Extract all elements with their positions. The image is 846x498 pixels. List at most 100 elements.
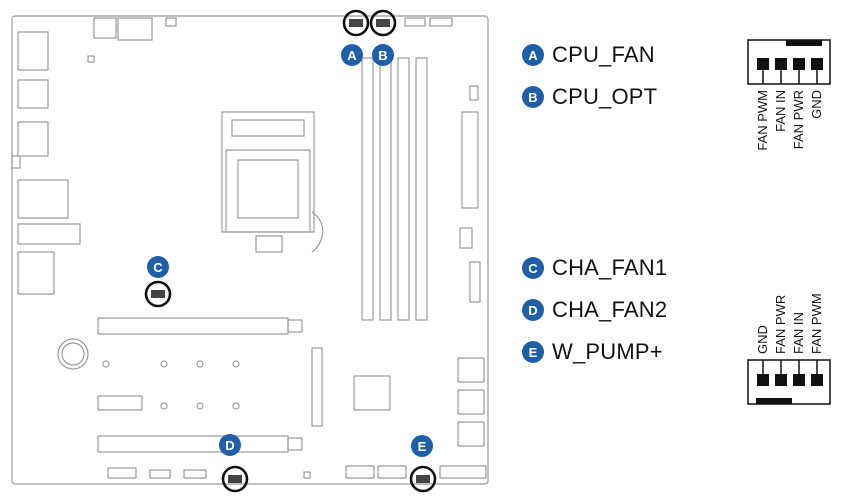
- io-block: [17, 79, 49, 109]
- io-block: [17, 223, 81, 245]
- marker-b-letter: B: [378, 48, 387, 63]
- legend-label-cpu-opt: CPU_OPT: [552, 84, 658, 109]
- dimm-slot: [379, 57, 392, 321]
- board-outline: [11, 15, 489, 485]
- legend-label-cha-fan1: CHA_FAN1: [552, 255, 668, 280]
- m2-standoff: [232, 402, 240, 410]
- io-block: [17, 31, 49, 71]
- cmos-battery-inner: [61, 342, 85, 366]
- small-header: [469, 85, 479, 101]
- marker-c-badge: [147, 256, 169, 278]
- socket-lever: [311, 211, 324, 253]
- power-header: [117, 17, 153, 41]
- pin: [757, 374, 769, 386]
- marker-b-badge: [372, 44, 394, 66]
- sata-port: [457, 357, 485, 383]
- marker-a-badge: [341, 44, 363, 66]
- legend-label-cpu-fan: CPU_FAN: [552, 42, 655, 67]
- small-component: [303, 471, 311, 479]
- connector-body: [416, 475, 430, 483]
- m2-standoff: [102, 360, 110, 368]
- pin-label-1: FAN PWM: [755, 90, 770, 151]
- atx-power-connector: [461, 111, 479, 209]
- marker-c-letter: C: [153, 260, 163, 275]
- pin: [757, 58, 769, 70]
- pin: [793, 58, 805, 70]
- pin: [775, 58, 787, 70]
- pinout-diagram-cpu: FAN PWM FAN IN FAN PWR GND: [747, 39, 831, 151]
- pin-label-1: GND: [755, 325, 770, 354]
- bottom-header: [377, 465, 407, 479]
- cmos-battery: [57, 338, 89, 370]
- legend-badge-e: E: [522, 341, 544, 363]
- legend-badge-b: B: [522, 86, 544, 108]
- pin-label-4: FAN PWM: [809, 293, 824, 354]
- pin: [793, 374, 805, 386]
- m2-standoff: [160, 402, 168, 410]
- legend-badge-a: A: [522, 44, 544, 66]
- io-tab: [11, 155, 21, 169]
- chipset: [353, 375, 391, 411]
- cpu-opt-connector-highlight: [369, 9, 397, 37]
- bottom-header: [107, 467, 137, 479]
- front-panel-header: [439, 465, 487, 479]
- pcie-slot: [97, 435, 289, 453]
- pin-label-2: FAN IN: [773, 90, 788, 132]
- bottom-header: [345, 465, 375, 479]
- sata-port: [457, 389, 485, 415]
- legend-item-cha-fan1: C CHA_FAN1: [522, 253, 667, 283]
- pinout-diagram-chassis: GND FAN PWR FAN IN FAN PWM: [747, 293, 831, 405]
- legend-badge-c: C: [522, 257, 544, 279]
- pcie-latch: [287, 437, 303, 451]
- usb-header: [459, 227, 473, 249]
- small-header: [429, 17, 453, 27]
- pin: [775, 374, 787, 386]
- cpu-socket-frame: [221, 111, 315, 233]
- legend-label-cha-fan2: CHA_FAN2: [552, 297, 668, 322]
- power-header: [93, 17, 117, 39]
- connector-body: [151, 290, 165, 298]
- motherboard-diagram: A B C D E: [11, 9, 489, 493]
- m2-standoff: [196, 360, 204, 368]
- usb-header: [469, 261, 481, 303]
- marker-d-badge: [219, 434, 241, 456]
- m2-standoff: [232, 360, 240, 368]
- socket-lever-base: [255, 235, 283, 253]
- m2-vertical-slot: [311, 347, 323, 427]
- pin: [811, 374, 823, 386]
- cha-fan1-connector-highlight: [144, 280, 172, 308]
- sata-port: [457, 421, 485, 447]
- marker-e-badge: [411, 435, 433, 457]
- m2-standoff: [196, 402, 204, 410]
- small-component: [87, 55, 95, 63]
- io-block: [17, 179, 69, 219]
- connector-body: [376, 19, 390, 27]
- pinout-key: [756, 398, 792, 404]
- marker-a-letter: A: [347, 48, 357, 63]
- pin-label-2: FAN PWR: [773, 295, 788, 354]
- legend-item-cpu-opt: B CPU_OPT: [522, 82, 657, 112]
- connector-body: [228, 475, 242, 483]
- w-pump-connector-highlight: [409, 465, 437, 493]
- marker-d-letter: D: [225, 438, 234, 453]
- marker-e-letter: E: [418, 439, 427, 454]
- bottom-header: [149, 469, 171, 479]
- pcie-latch: [287, 319, 303, 333]
- cha-fan2-connector-highlight: [221, 465, 249, 493]
- legend-item-cpu-fan: A CPU_FAN: [522, 40, 655, 70]
- bottom-header: [183, 469, 207, 479]
- io-block: [17, 121, 49, 157]
- m2-standoff: [160, 360, 168, 368]
- pin: [811, 58, 823, 70]
- pcie-slot: [97, 317, 289, 335]
- legend-badge-d: D: [522, 299, 544, 321]
- m2-slot: [97, 395, 143, 411]
- small-header: [404, 17, 426, 27]
- cpu-fan-connector-highlight: [342, 9, 370, 37]
- pinout-key: [786, 40, 822, 46]
- pin-label-3: FAN IN: [791, 312, 806, 354]
- dimm-slot: [397, 57, 410, 321]
- cpu-socket-inner: [237, 159, 299, 219]
- pin-label-4: GND: [809, 90, 824, 119]
- dimm-slot: [361, 57, 374, 321]
